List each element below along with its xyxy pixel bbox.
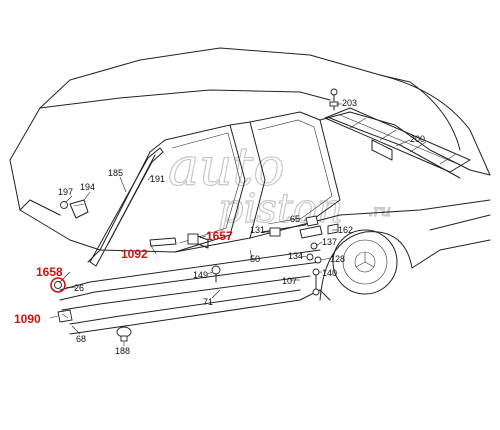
car-body-outline xyxy=(9,47,491,335)
label-162: 162 xyxy=(338,225,353,235)
cap-icon-188 xyxy=(116,326,132,342)
label-134: 134 xyxy=(288,251,303,261)
clip-icon-134 xyxy=(306,253,314,261)
label-137: 137 xyxy=(322,237,337,247)
clip-icon-1090 xyxy=(57,309,73,323)
label-188: 188 xyxy=(115,346,130,356)
clip-icon-194 xyxy=(60,199,89,219)
watermark-suffix: .ru xyxy=(368,201,391,220)
label-128: 128 xyxy=(330,254,345,264)
label-131: 131 xyxy=(250,225,265,235)
label-149: 149 xyxy=(193,270,208,280)
clip-icon-65 xyxy=(305,215,319,227)
label-1657: 1657 xyxy=(206,229,233,243)
clip-icon-131 xyxy=(269,227,281,237)
label-140: 140 xyxy=(322,268,337,278)
clip-icon-1658 xyxy=(50,277,66,293)
bolt-icon-203 xyxy=(329,88,339,111)
screw-icon-149 xyxy=(211,265,221,283)
label-26: 26 xyxy=(74,283,84,293)
label-203: 203 xyxy=(342,98,357,108)
label-65: 65 xyxy=(290,214,300,224)
label-197: 197 xyxy=(58,187,73,197)
label-200: 200 xyxy=(410,134,425,144)
bracket-icon-1657 xyxy=(187,233,209,249)
watermark-auto: auto xyxy=(168,138,285,198)
label-191: 191 xyxy=(150,174,165,184)
wheel-star-icon xyxy=(354,251,376,273)
label-71: 71 xyxy=(203,297,213,307)
label-185: 185 xyxy=(108,168,123,178)
label-50: 50 xyxy=(250,254,260,264)
clip-icon-137 xyxy=(310,242,318,250)
clip-icon-162 xyxy=(327,223,339,235)
bolt-icon-128 xyxy=(314,256,322,264)
watermark: auto piston .ru xyxy=(167,137,391,232)
part-labels: 185 191 197 194 1092 1657 1658 26 1090 6… xyxy=(14,98,425,356)
label-194: 194 xyxy=(80,182,95,192)
label-68: 68 xyxy=(76,334,86,344)
label-1090: 1090 xyxy=(14,312,41,326)
label-1658: 1658 xyxy=(36,265,63,279)
watermark-piston: piston xyxy=(218,186,343,232)
label-107: 107 xyxy=(282,276,297,286)
label-1092: 1092 xyxy=(121,247,148,261)
leader-lines xyxy=(49,103,411,346)
bolt-icon-140 xyxy=(312,268,320,296)
